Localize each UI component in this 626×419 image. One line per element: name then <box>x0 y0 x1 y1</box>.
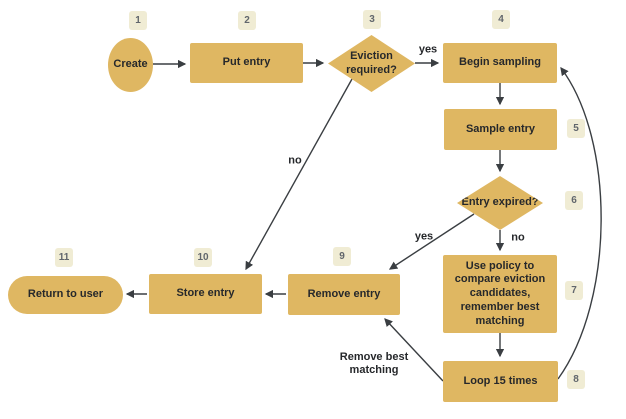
edge-eviction-required-to-store-entry <box>245 78 353 271</box>
node-remove-entry[interactable]: Remove entry <box>288 274 400 315</box>
edge-label-expired-no: no <box>511 231 525 244</box>
node-return-to-user[interactable]: Return to user <box>8 276 123 314</box>
step-badge-6: 6 <box>565 191 583 210</box>
step-badge-9: 9 <box>333 247 351 266</box>
edge-label-eviction-no: no <box>288 154 302 167</box>
node-create[interactable]: Create <box>108 38 153 92</box>
step-badge-11: 11 <box>55 248 73 267</box>
node-eviction-required[interactable]: Eviction required? <box>328 35 415 92</box>
node-put-entry[interactable]: Put entry <box>190 43 303 83</box>
step-badge-1: 1 <box>129 11 147 30</box>
edge-label-eviction-yes: yes <box>418 43 438 56</box>
step-badge-8: 8 <box>567 370 585 389</box>
step-badge-4: 4 <box>492 10 510 29</box>
node-sample-entry[interactable]: Sample entry <box>444 109 557 150</box>
step-badge-7: 7 <box>565 281 583 300</box>
edge-loop-15-times-to-begin-sampling <box>557 66 602 380</box>
edge-label-expired-yes: yes <box>414 230 434 243</box>
step-badge-2: 2 <box>238 11 256 30</box>
node-entry-expired[interactable]: Entry expired? <box>457 176 543 230</box>
step-badge-10: 10 <box>194 248 212 267</box>
node-loop-15-times[interactable]: Loop 15 times <box>443 361 558 402</box>
step-badge-5: 5 <box>567 119 585 138</box>
node-begin-sampling[interactable]: Begin sampling <box>443 43 557 83</box>
step-badge-3: 3 <box>363 10 381 29</box>
edge-label-remove-best-matching: Remove best matching <box>339 350 409 376</box>
node-store-entry[interactable]: Store entry <box>149 274 262 314</box>
node-use-policy[interactable]: Use policy to compare eviction candidate… <box>443 255 557 333</box>
